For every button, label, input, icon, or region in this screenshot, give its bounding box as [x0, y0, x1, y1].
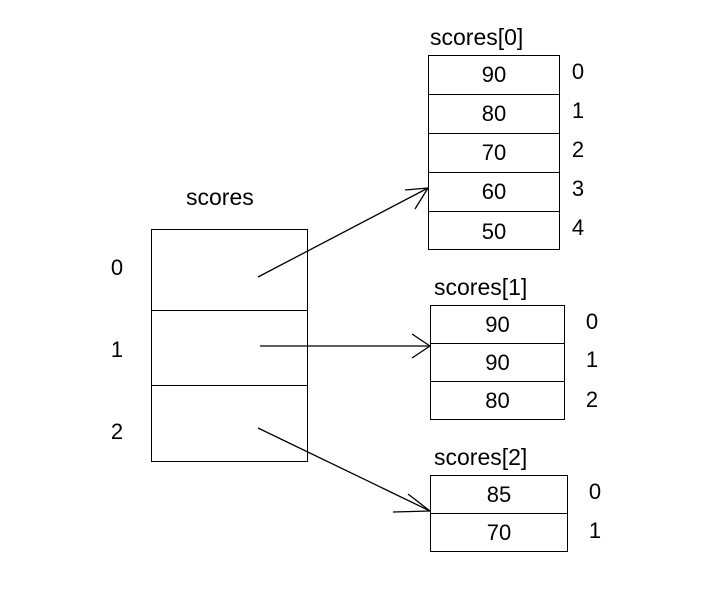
outer-array-cell-1[interactable] [152, 311, 307, 386]
inner-array-0-cell-4[interactable]: 50 [481, 218, 507, 244]
inner-array-2-index-label-0: 0 [588, 479, 602, 504]
inner-array-2-index-label-1: 1 [588, 518, 602, 543]
outer-index-label-0: 0 [110, 255, 124, 280]
outer-index-label-2: 2 [110, 419, 124, 444]
inner-array-0-cell-1[interactable]: 80 [429, 95, 559, 134]
inner-array-2-cell-1[interactable]: 70 [486, 520, 512, 545]
outer-array-box [151, 229, 308, 462]
inner-array-1-cell-0[interactable]: 90 [431, 306, 564, 344]
inner-array-2-box: 85 70 [430, 475, 568, 552]
outer-array-title: scores [186, 184, 254, 210]
inner-array-2-cell-0[interactable]: 85 [431, 476, 567, 514]
inner-array-0-index-label-3: 3 [571, 176, 585, 201]
inner-array-1-cell-2[interactable]: 80 [485, 388, 510, 413]
inner-array-2-title: scores[2] [434, 444, 528, 470]
inner-array-1-index-label-1: 1 [585, 347, 599, 372]
outer-array-cell-2[interactable] [152, 386, 307, 461]
inner-array-0-index-label-2: 2 [571, 137, 585, 162]
inner-array-1-index-label-0: 0 [585, 309, 599, 334]
inner-array-1-cell-1[interactable]: 90 [431, 344, 564, 382]
inner-array-1-box: 90 90 80 [430, 305, 565, 420]
inner-array-0-title: scores[0] [430, 24, 524, 50]
inner-array-0-index-label-1: 1 [571, 98, 585, 123]
outer-array-cell-0[interactable] [152, 230, 307, 311]
inner-array-0-cell-2[interactable]: 70 [429, 134, 559, 173]
inner-array-1-title: scores[1] [434, 274, 528, 300]
inner-array-0-cell-3[interactable]: 60 [429, 173, 559, 212]
inner-array-0-cell-0[interactable]: 90 [429, 56, 559, 95]
inner-array-0-index-label-4: 4 [571, 215, 585, 240]
inner-array-0-index-label-0: 0 [571, 59, 585, 84]
inner-array-1-index-label-2: 2 [585, 387, 599, 412]
outer-index-label-1: 1 [110, 337, 124, 362]
inner-array-0-box: 90 80 70 60 50 [428, 55, 560, 250]
